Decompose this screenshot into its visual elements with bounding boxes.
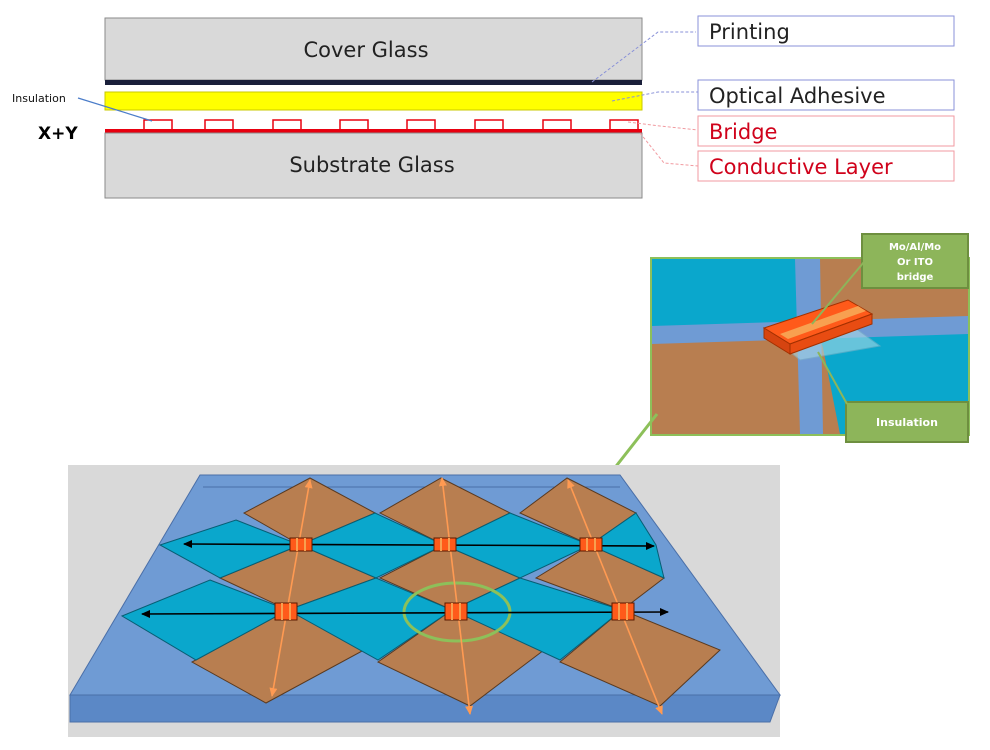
substrate-glass-layer xyxy=(104,132,643,199)
insulation-bumps xyxy=(143,119,639,131)
y-axis-arrow xyxy=(567,479,663,715)
zoom-insulation-pointer xyxy=(817,351,848,405)
adhesive-leader-line xyxy=(611,91,698,102)
y-axis-arrow xyxy=(438,477,474,715)
cover-glass-label: Cover Glass xyxy=(303,38,428,62)
callout-bridge: Bridge xyxy=(697,115,955,147)
insulation-bump xyxy=(143,119,173,131)
conductive-leader-line xyxy=(639,132,699,167)
callout-bridge-text: Bridge xyxy=(709,120,777,144)
callout-printing: Printing xyxy=(697,15,955,47)
bridge-leader-line xyxy=(627,121,699,131)
bridge-block xyxy=(274,602,298,621)
substrate-glass-label: Substrate Glass xyxy=(289,153,454,177)
zoom-bridge-block-front xyxy=(789,313,873,355)
insulation-bump xyxy=(272,119,302,131)
insulation-bump xyxy=(609,119,639,131)
cover-glass-layer xyxy=(104,17,643,81)
sensor-panel-3d xyxy=(68,465,781,737)
zoom-bridge-stripe xyxy=(780,306,866,339)
cyan-electrode xyxy=(120,579,290,661)
callout-conductive-layer-text: Conductive Layer xyxy=(709,155,893,179)
cross-section-stack: Cover Glass Substrate Glass X+Y Insulati… xyxy=(12,15,955,199)
bridge-block xyxy=(579,537,603,552)
insulation-bump xyxy=(406,119,436,131)
panel-glass-front xyxy=(69,694,781,723)
zoom-bridge-material-line2: Or ITO xyxy=(897,257,933,268)
bridge-block xyxy=(611,602,635,621)
callout-conductive-layer: Conductive Layer xyxy=(697,150,955,182)
bridge-block xyxy=(444,602,468,621)
insulation-pointer-label: Insulation xyxy=(12,92,66,105)
conductive-layer xyxy=(105,129,642,133)
zoom-insulation-box: Insulation xyxy=(845,401,969,443)
optical-adhesive-layer xyxy=(104,91,643,111)
bridge-zoom-inset: Mo/Al/Mo Or ITO bridge Insulation xyxy=(650,233,970,443)
y-axis-arrow xyxy=(269,479,313,697)
zoom-bridge-pointer xyxy=(811,261,865,325)
insulation-bump xyxy=(204,119,234,131)
zoom-cyan-electrode xyxy=(652,259,800,330)
printing-layer xyxy=(105,80,642,85)
bridge-blocks xyxy=(274,537,635,621)
insulation-pointer-line xyxy=(77,97,153,122)
zoom-bridge-material-line1: Mo/Al/Mo xyxy=(889,242,941,253)
zoom-insulation-text: Insulation xyxy=(876,416,938,429)
bridge-block xyxy=(433,537,457,552)
insulation-bump xyxy=(339,119,369,131)
insulation-bump xyxy=(474,119,504,131)
callout-optical-adhesive-text: Optical Adhesive xyxy=(709,84,886,108)
zoom-bridge-material-box: Mo/Al/Mo Or ITO bridge xyxy=(861,233,969,289)
printing-leader-line xyxy=(591,31,696,83)
bridge-block xyxy=(289,537,313,552)
xy-side-label: X+Y xyxy=(38,124,78,144)
callout-optical-adhesive: Optical Adhesive xyxy=(697,79,955,111)
callout-printing-text: Printing xyxy=(709,20,790,44)
zoom-bridge-material-line3: bridge xyxy=(897,272,934,283)
insulation-bump xyxy=(542,119,572,131)
